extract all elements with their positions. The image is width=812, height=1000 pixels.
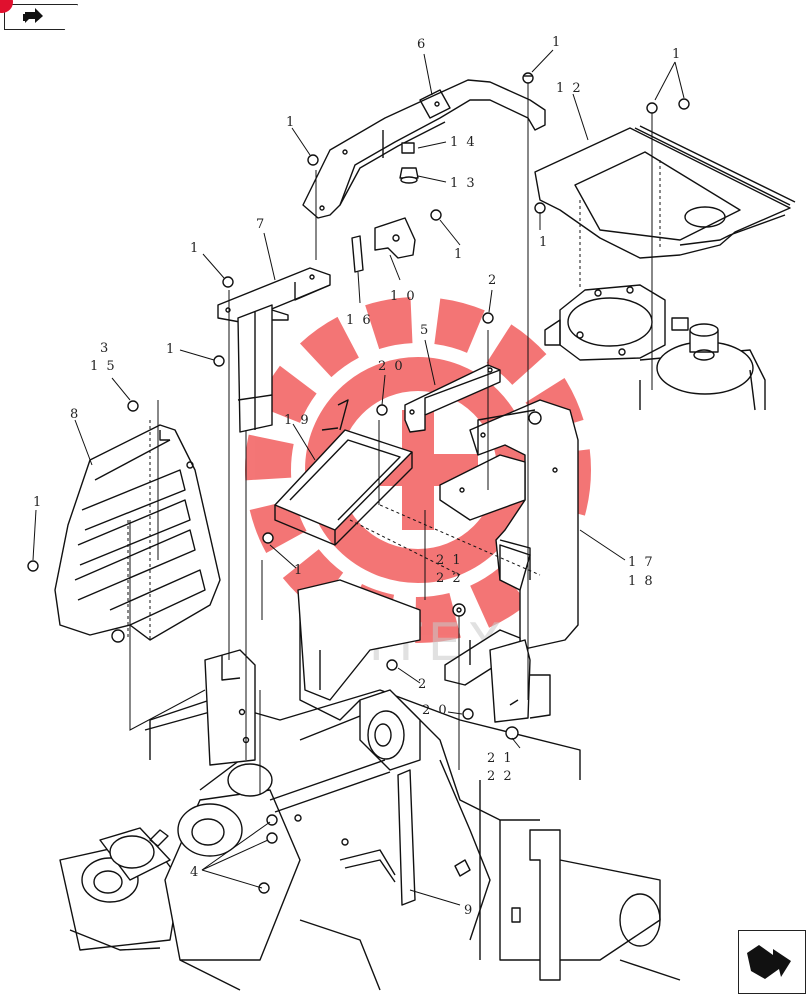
callout-1: 1	[552, 35, 562, 50]
part-14-nut	[401, 142, 415, 154]
callout-1: 1	[539, 235, 549, 250]
part-10-clip-bracket	[374, 217, 416, 259]
part-17-18-housing	[439, 399, 579, 651]
callout-22: 2 2	[436, 571, 463, 586]
callout-8: 8	[70, 407, 80, 422]
corner-marker	[0, 0, 13, 13]
callout-12: 1 2	[556, 81, 583, 96]
callout-7: 7	[256, 217, 266, 232]
callout-5: 5	[420, 323, 430, 338]
callout-1: 1	[33, 495, 43, 510]
callout-1: 1	[190, 241, 200, 256]
part-8-fan-cover	[54, 420, 221, 643]
callout-16: 1 6	[346, 313, 373, 328]
callout-labels: 6 1 1 1 2 1 4 1 3 1 7 1 1 1 1 0 1 6 2 3 …	[33, 35, 682, 918]
nav-next-button[interactable]	[738, 930, 806, 994]
callout-21: 2 1	[436, 553, 463, 568]
part-12-top-panel	[534, 125, 796, 259]
callout-2: 2	[488, 273, 498, 288]
callout-1: 1	[166, 342, 176, 357]
callout-1: 1	[286, 115, 296, 130]
callout-1: 1	[454, 247, 464, 262]
rod-assembly	[269, 759, 416, 906]
callout-4: 4	[190, 865, 200, 880]
callout-1: 1	[294, 563, 304, 578]
part-19-tray	[274, 399, 413, 546]
callout-2: 2	[418, 677, 428, 692]
part-6-arched-bracket	[302, 79, 546, 219]
callout-13: 1 3	[450, 176, 477, 191]
callout-1: 1	[672, 47, 682, 62]
callout-20: 2 0	[378, 359, 405, 374]
main-frame	[59, 579, 681, 991]
callout-14: 1 4	[450, 135, 477, 150]
part-5-mid-bracket	[404, 364, 501, 433]
callout-6: 6	[417, 37, 427, 52]
callout-18: 1 8	[628, 574, 655, 589]
callout-17: 1 7	[628, 555, 655, 570]
bolts	[27, 72, 690, 894]
callout-21: 2 1	[487, 751, 514, 766]
callout-9: 9	[464, 903, 474, 918]
callout-20: 2 0	[422, 703, 449, 718]
leader-lines	[32, 49, 685, 906]
left-lower-bracket	[204, 649, 256, 766]
arrow-right-icon	[23, 8, 43, 23]
callout-3: 3	[100, 341, 110, 356]
assembly-lines	[129, 80, 653, 795]
lower-channel-bracket	[444, 629, 551, 723]
arrow-down-right-icon	[747, 945, 791, 979]
part-7-post-bracket	[217, 267, 331, 433]
callout-10: 1 0	[390, 289, 417, 304]
part-16-strip	[351, 235, 364, 273]
part-13-mount	[399, 167, 419, 184]
callout-22: 2 2	[487, 769, 514, 784]
callout-15: 1 5	[90, 359, 117, 374]
callout-19: 1 9	[284, 413, 311, 428]
nav-previous-button[interactable]	[4, 4, 78, 30]
